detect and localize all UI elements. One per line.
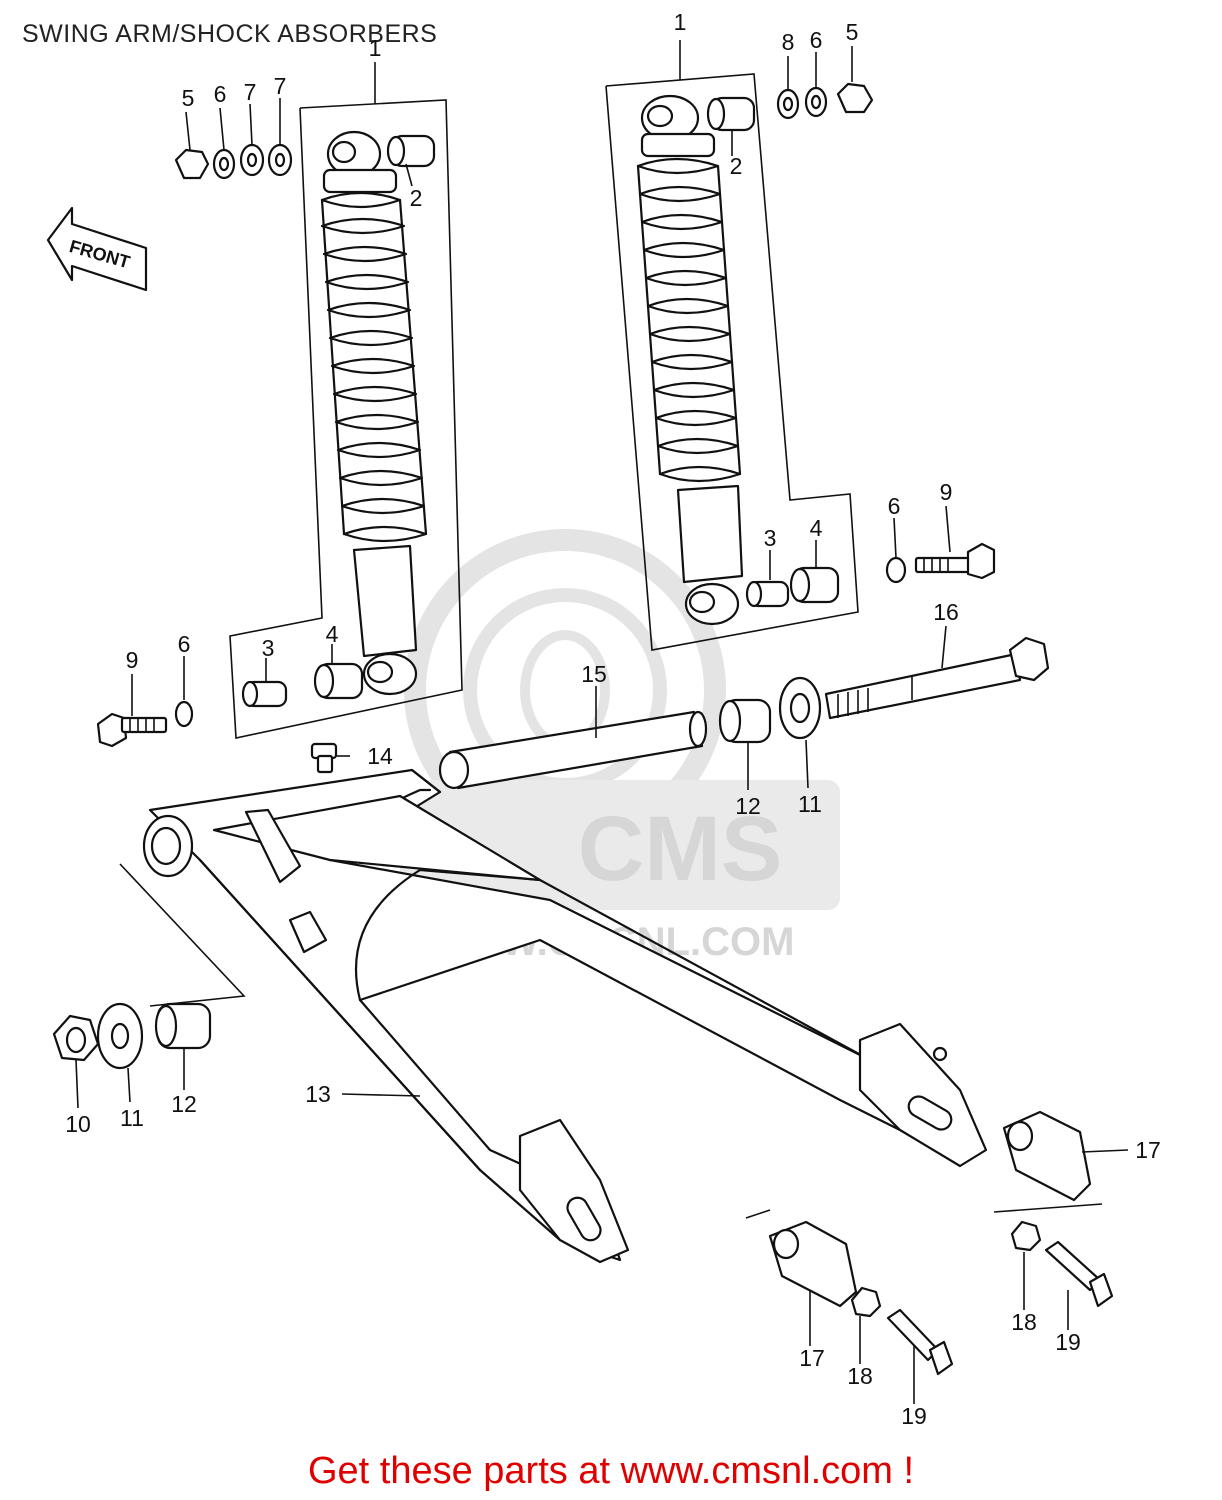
- left-shock-absorber: [320, 130, 428, 696]
- right-bushing-2: [706, 96, 756, 132]
- right-adjusting-bolt-19: [1044, 1240, 1114, 1308]
- right-bolt-9: [914, 542, 996, 580]
- callout-6-right-top: 6: [810, 27, 823, 53]
- callout-5-right: 5: [846, 19, 859, 45]
- callout-17-left: 17: [799, 1345, 825, 1371]
- callout-15: 15: [581, 661, 607, 687]
- left-bolt-9: [96, 712, 168, 748]
- callout-6-left-bolt: 6: [178, 631, 191, 657]
- callout-11-left: 11: [120, 1105, 144, 1131]
- right-dust-cap-11: [778, 676, 822, 740]
- left-top-washer-6: [212, 148, 236, 180]
- callout-11-right: 11: [798, 791, 822, 817]
- page-title: SWING ARM/SHOCK ABSORBERS: [22, 20, 438, 48]
- left-locknut-18: [850, 1286, 882, 1318]
- callout-6-left-top: 6: [214, 81, 227, 107]
- callout-labels: 1 1 2 2 3 3 4 4 5 5 6 6 6 6 7 7 8 9 9 10…: [65, 9, 1161, 1429]
- callout-1-left: 1: [369, 35, 382, 61]
- callout-7-a: 7: [244, 79, 257, 105]
- front-arrow: FRONT: [46, 206, 148, 292]
- callout-7-b: 7: [274, 73, 287, 99]
- callout-3-left: 3: [262, 635, 275, 661]
- leader-lines: [75, 40, 1129, 1404]
- footer-link-text[interactable]: Get these parts at www.cmsnl.com !: [307, 1450, 915, 1492]
- pivot-shaft-16: [824, 636, 1050, 720]
- callout-5-left: 5: [182, 85, 195, 111]
- right-chain-adjuster-17: [1002, 1110, 1092, 1202]
- left-top-washer-7b: [267, 143, 293, 177]
- callout-3-right: 3: [764, 525, 777, 551]
- left-needle-bearing-12: [154, 1002, 212, 1050]
- left-chain-adjuster-17: [768, 1220, 858, 1308]
- left-top-cap-nut-5: [174, 148, 210, 180]
- callout-17-right: 17: [1135, 1137, 1161, 1163]
- callout-19-left: 19: [901, 1403, 927, 1429]
- callout-1-right: 1: [674, 9, 687, 35]
- pivot-sleeve-15: [438, 710, 708, 790]
- callout-16: 16: [933, 599, 959, 625]
- right-needle-bearing-12: [718, 698, 772, 744]
- callout-6-right-bolt: 6: [888, 493, 901, 519]
- left-adjusting-bolt-19: [886, 1308, 954, 1376]
- callout-4-left: 4: [326, 621, 339, 647]
- callout-13: 13: [305, 1081, 331, 1107]
- callout-4-right: 4: [810, 515, 823, 541]
- callout-8: 8: [782, 29, 795, 55]
- right-top-washer-8: [776, 88, 800, 120]
- callout-9-right: 9: [940, 479, 953, 505]
- left-collar-3: [241, 680, 288, 708]
- left-nut-10: [52, 1014, 100, 1062]
- right-collar-3: [745, 580, 790, 608]
- right-washer-6: [885, 556, 907, 584]
- watermark-brand: CMS: [578, 798, 782, 900]
- grease-nipple-14: [310, 742, 338, 774]
- right-shock-outline: [605, 73, 859, 651]
- left-top-washer-7a: [239, 143, 265, 177]
- callout-2-right: 2: [730, 153, 743, 179]
- right-bushing-4: [789, 566, 840, 604]
- swing-arm-13: [142, 768, 988, 1264]
- callout-19-right: 19: [1055, 1329, 1081, 1355]
- left-dust-cap-11: [96, 1002, 144, 1070]
- right-top-cap-nut-5: [836, 82, 874, 114]
- callout-12-right: 12: [735, 793, 761, 819]
- left-bushing-4: [313, 662, 364, 700]
- callout-18-right: 18: [1011, 1309, 1037, 1335]
- left-bushing-2: [386, 134, 436, 168]
- callout-10: 10: [65, 1111, 91, 1137]
- left-adjuster-guide: [745, 1209, 771, 1219]
- callout-12-left: 12: [171, 1091, 197, 1117]
- left-shock-outline: [229, 99, 463, 739]
- right-top-washer-6: [804, 86, 828, 118]
- callout-18-left: 18: [847, 1363, 873, 1389]
- right-adjuster-guide: [993, 1203, 1103, 1213]
- callout-14: 14: [367, 743, 393, 769]
- callout-2-left: 2: [410, 185, 423, 211]
- right-shock-absorber: [636, 94, 744, 626]
- left-pivot-guide: [119, 863, 246, 1007]
- left-bottom-washer-6: [174, 700, 194, 728]
- right-locknut-18: [1010, 1220, 1042, 1252]
- callout-9-left: 9: [126, 647, 139, 673]
